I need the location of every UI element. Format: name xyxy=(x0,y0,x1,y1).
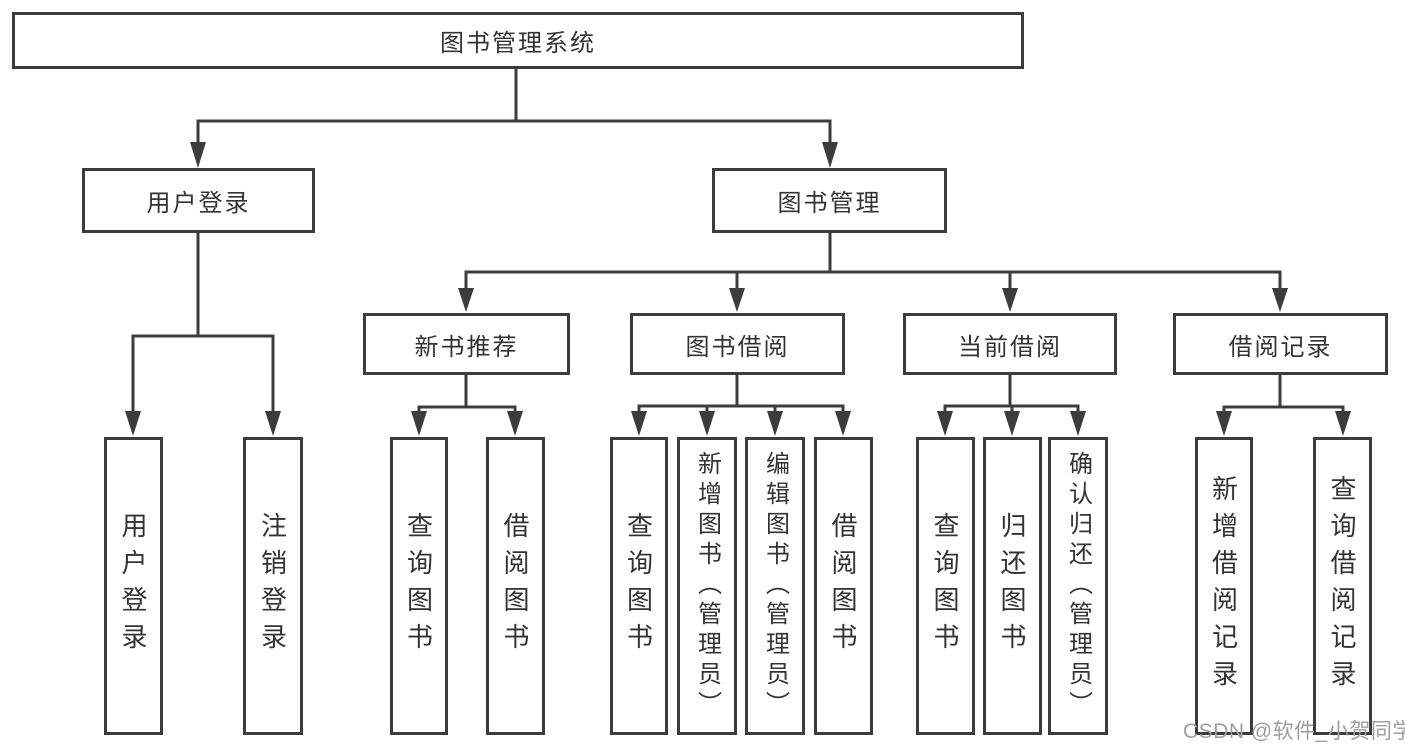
leaf-logout: 注销登录 xyxy=(243,437,303,735)
node-label: 用户登录 xyxy=(146,190,251,217)
node-label: 当前借阅 xyxy=(958,333,1062,361)
leaf-return-books: 归还图书 xyxy=(983,437,1042,735)
node-label: 新增借阅记录 xyxy=(1208,475,1239,697)
node-label: 用户登录 xyxy=(118,512,148,660)
leaf-query-books-borrow: 查询图书 xyxy=(610,437,668,735)
csdn-watermark: CSDN @软件_小贺同学 xyxy=(1183,720,1405,743)
node-label: 新增图书（管理员） xyxy=(693,451,721,721)
leaf-borrow-books: 借阅图书 xyxy=(814,437,873,735)
leaf-borrow-books-recommend: 借阅图书 xyxy=(486,437,545,735)
node-label: 借阅图书 xyxy=(828,512,858,660)
node-label: 编辑图书（管理员） xyxy=(761,451,789,721)
node-label: 图书管理 xyxy=(777,190,882,217)
node-borrow-records: 借阅记录 xyxy=(1173,313,1388,375)
leaf-query-books-current: 查询图书 xyxy=(916,437,975,735)
node-current-borrow: 当前借阅 xyxy=(903,313,1117,375)
node-label: 图书管理系统 xyxy=(440,30,596,57)
node-label: 查询借阅记录 xyxy=(1327,475,1357,697)
leaf-add-book-admin: 新增图书（管理员） xyxy=(677,437,737,735)
leaf-add-borrow-record: 新增借阅记录 xyxy=(1195,437,1253,735)
leaf-edit-book-admin: 编辑图书（管理员） xyxy=(745,437,805,735)
leaf-query-borrow-record: 查询借阅记录 xyxy=(1313,437,1372,735)
node-root-system: 图书管理系统 xyxy=(12,12,1024,69)
node-label: 图书借阅 xyxy=(685,333,790,361)
node-label: 借阅图书 xyxy=(500,512,530,660)
node-label: 确认归还（管理员） xyxy=(1064,451,1092,721)
node-label: 注销登录 xyxy=(257,512,288,660)
node-label: 查询图书 xyxy=(403,512,434,660)
node-book-management: 图书管理 xyxy=(712,168,947,233)
node-label: 查询图书 xyxy=(930,512,960,660)
leaf-confirm-return-admin: 确认归还（管理员） xyxy=(1048,437,1108,735)
leaf-user-login: 用户登录 xyxy=(104,437,163,735)
node-user-login: 用户登录 xyxy=(82,168,315,233)
node-label: 新书推荐 xyxy=(414,333,519,361)
node-label: 借阅记录 xyxy=(1228,333,1333,361)
node-label: 查询图书 xyxy=(623,512,654,660)
arrowhead-group xyxy=(125,142,1351,436)
node-label: 归还图书 xyxy=(997,512,1027,660)
node-book-borrow: 图书借阅 xyxy=(630,313,845,375)
node-new-book-recommend: 新书推荐 xyxy=(363,313,570,375)
leaf-query-books-recommend: 查询图书 xyxy=(390,437,448,735)
